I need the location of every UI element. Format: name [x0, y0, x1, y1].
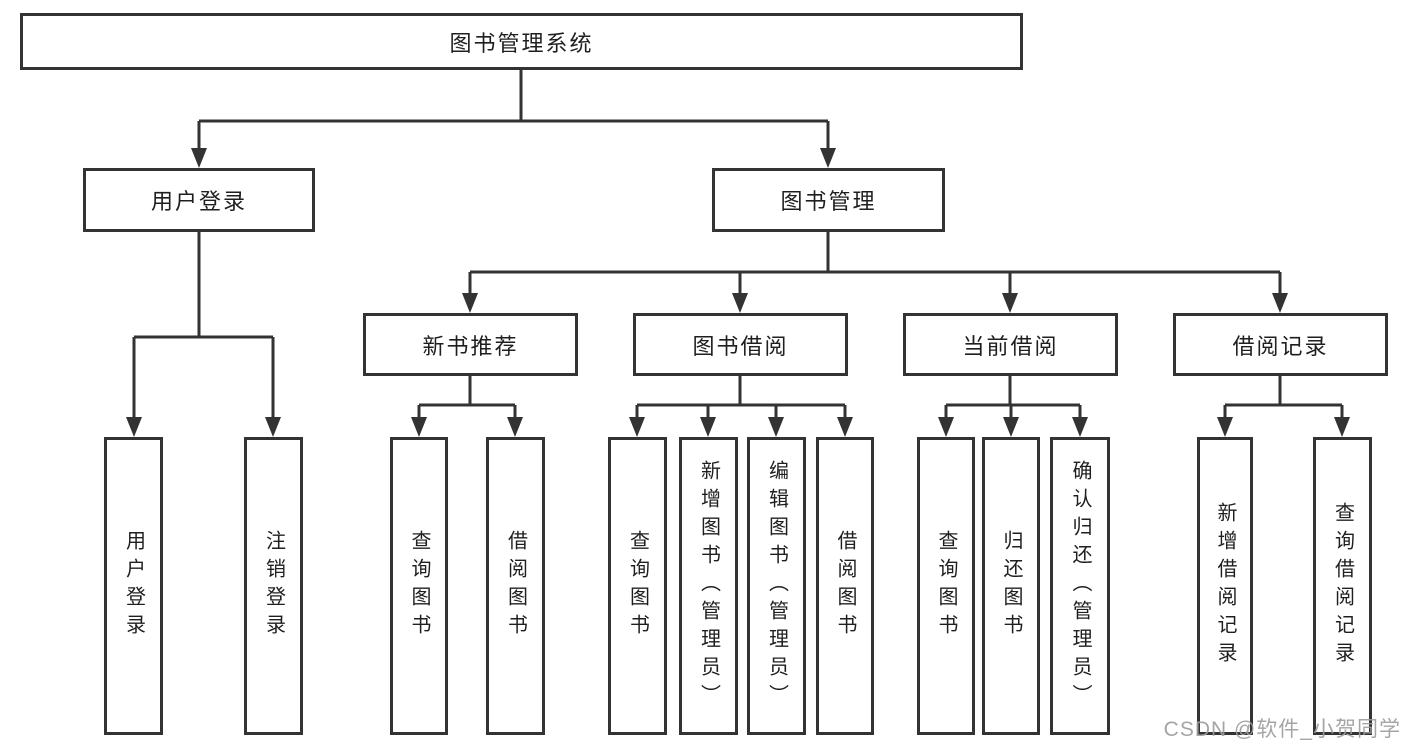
node-user-login-label: 用户登录 — [150, 189, 247, 214]
node-book-management-label: 图书管理 — [780, 189, 877, 214]
arrowhead-icon — [938, 417, 954, 437]
node-user-login: 用户登录 — [83, 168, 315, 232]
arrowhead-icon — [265, 417, 281, 437]
node-new-book-recommend: 新书推荐 — [363, 313, 578, 376]
connector-records-to-leaves — [1223, 376, 1344, 420]
leaf-newbook-borrow-books: 借阅图书 — [486, 437, 545, 735]
leaf-newbook-borrow-books-label: 借阅图书 — [504, 530, 527, 642]
node-root: 图书管理系统 — [20, 13, 1023, 70]
arrowhead-icon — [1003, 417, 1019, 437]
leaf-current-confirm-return-admin-label: 确认归还（管理员） — [1069, 460, 1091, 712]
node-new-book-recommend-label: 新书推荐 — [422, 333, 519, 359]
leaf-user-login: 用户登录 — [104, 437, 163, 735]
watermark: CSDN @软件_小贺同学 — [1163, 718, 1401, 741]
leaf-borrow-borrow-books: 借阅图书 — [816, 437, 874, 735]
leaf-current-query-books-label: 查询图书 — [935, 530, 957, 642]
leaf-borrow-query-books-label: 查询图书 — [626, 530, 649, 642]
arrowhead-icon — [1217, 417, 1233, 437]
arrowhead-icon — [768, 417, 784, 437]
node-book-borrowing: 图书借阅 — [633, 313, 848, 376]
leaf-records-add-record: 新增借阅记录 — [1197, 437, 1253, 735]
leaf-borrow-borrow-books-label: 借阅图书 — [834, 530, 856, 642]
leaf-records-query-record: 查询借阅记录 — [1313, 437, 1372, 735]
leaf-records-add-record-label: 新增借阅记录 — [1214, 502, 1236, 670]
leaf-logout-label: 注销登录 — [262, 530, 285, 642]
leaf-borrow-query-books: 查询图书 — [608, 437, 667, 735]
node-root-label: 图书管理系统 — [449, 30, 594, 56]
arrowheads-borrow-leaves — [629, 417, 853, 437]
node-current-borrowing-label: 当前借阅 — [962, 333, 1059, 359]
leaf-newbook-query-books: 查询图书 — [390, 437, 448, 735]
arrowheads-root-to-branches — [191, 148, 836, 168]
leaf-borrow-edit-books-admin: 编辑图书（管理员） — [747, 437, 806, 735]
leaf-user-login-label: 用户登录 — [122, 530, 145, 642]
arrowhead-icon — [837, 417, 853, 437]
connector-root-to-branches — [197, 70, 830, 151]
node-borrowing-records: 借阅记录 — [1173, 313, 1388, 376]
connector-current-to-leaves — [944, 376, 1082, 420]
leaf-logout: 注销登录 — [244, 437, 303, 735]
arrowheads-records-leaves — [1217, 417, 1350, 437]
arrowheads-login-leaves — [126, 417, 281, 437]
arrowhead-icon — [411, 417, 427, 437]
leaf-records-query-record-label: 查询借阅记录 — [1331, 502, 1354, 670]
arrowhead-icon — [1334, 417, 1350, 437]
leaf-current-query-books: 查询图书 — [917, 437, 975, 735]
arrowhead-icon — [126, 417, 142, 437]
leaf-borrow-edit-books-admin-label: 编辑图书（管理员） — [765, 460, 788, 712]
leaf-borrow-add-books-admin: 新增图书（管理员） — [679, 437, 738, 735]
arrowhead-icon — [629, 417, 645, 437]
connector-management-to-modules — [468, 232, 1282, 296]
arrowhead-icon — [732, 293, 748, 313]
leaf-current-confirm-return-admin: 确认归还（管理员） — [1050, 437, 1110, 735]
leaf-newbook-query-books-label: 查询图书 — [408, 530, 430, 642]
arrowhead-icon — [507, 417, 523, 437]
arrowhead-icon — [1272, 293, 1288, 313]
leaf-borrow-add-books-admin-label: 新增图书（管理员） — [697, 460, 720, 712]
node-current-borrowing: 当前借阅 — [903, 313, 1118, 376]
arrowhead-icon — [820, 148, 836, 168]
arrowheads-current-leaves — [938, 417, 1088, 437]
node-book-management: 图书管理 — [712, 168, 945, 232]
connector-login-to-leaves — [132, 232, 275, 420]
arrowhead-icon — [191, 148, 207, 168]
arrowheads-modules — [462, 293, 1288, 313]
arrowhead-icon — [1072, 417, 1088, 437]
arrowheads-newbook-leaves — [411, 417, 523, 437]
leaf-current-return-books-label: 归还图书 — [1000, 530, 1022, 642]
arrowhead-icon — [462, 293, 478, 313]
leaf-current-return-books: 归还图书 — [982, 437, 1040, 735]
connector-newbook-to-leaves — [417, 376, 517, 420]
arrowhead-icon — [700, 417, 716, 437]
node-book-borrowing-label: 图书借阅 — [692, 333, 789, 359]
connector-borrow-to-leaves — [635, 376, 847, 420]
arrowhead-icon — [1002, 293, 1018, 313]
node-borrowing-records-label: 借阅记录 — [1232, 333, 1329, 359]
